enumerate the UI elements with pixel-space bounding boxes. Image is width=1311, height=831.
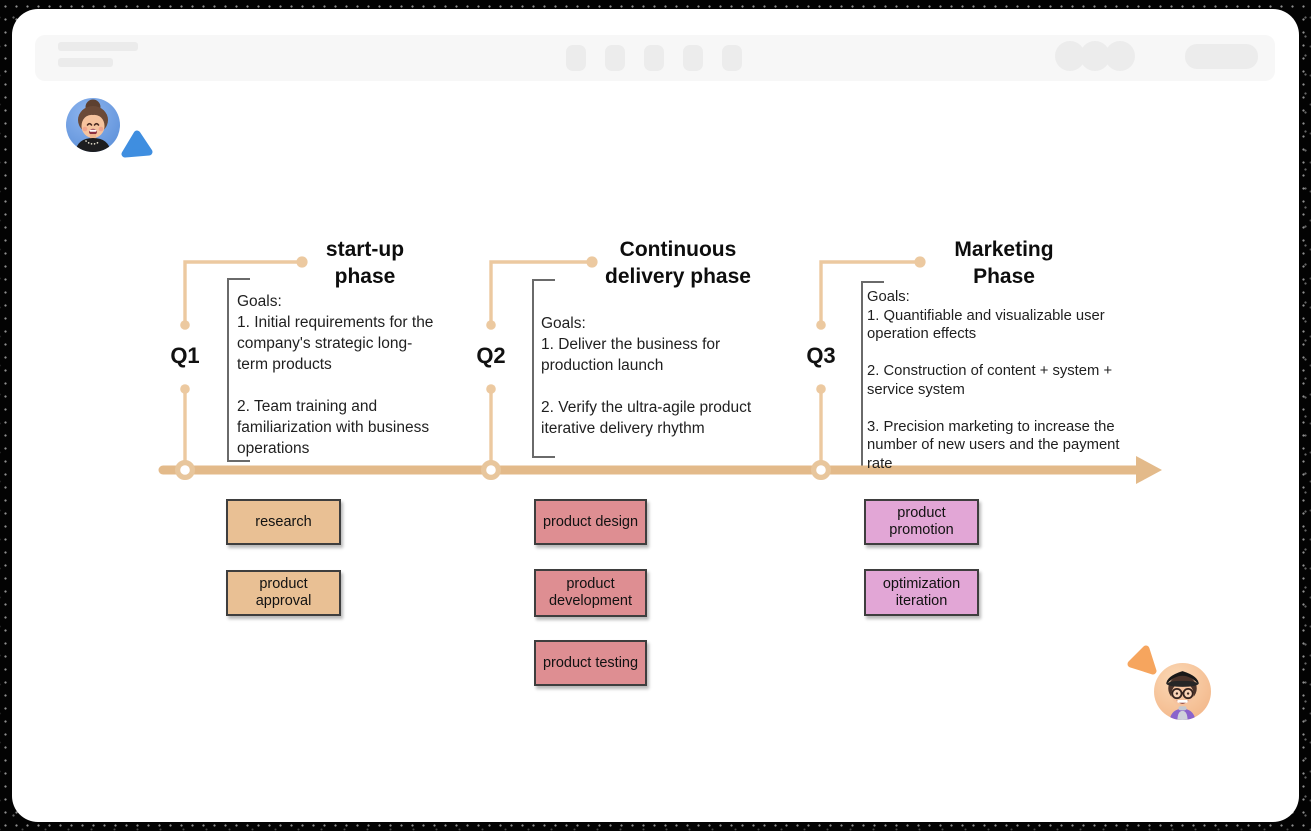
collaborator-avatar-placeholder-3[interactable] [1105, 41, 1135, 71]
toolbar-tool-button-5[interactable] [722, 45, 742, 71]
goals-heading: Goals: [237, 293, 282, 310]
task-box-product-approval[interactable]: product approval [226, 570, 341, 616]
timeline-node-q2[interactable] [481, 460, 502, 481]
toolbar-subtitle-placeholder [58, 58, 113, 67]
toolbar-tool-button-1[interactable] [566, 45, 586, 71]
quarter-label-q1[interactable]: Q1 [170, 343, 200, 368]
goal-item: 2. Team training and familiarization wit… [237, 398, 430, 457]
goals-block-q2[interactable]: Goals: 1. Deliver the business for produ… [541, 313, 753, 439]
toolbar-title-placeholder [58, 42, 138, 51]
goal-item: 2. Verify the ultra-agile product iterat… [541, 399, 752, 437]
toolbar-tool-button-4[interactable] [683, 45, 703, 71]
timeline-axis [158, 456, 1162, 484]
timeline-arrowhead-icon [1136, 456, 1162, 484]
toolbar-tool-button-3[interactable] [644, 45, 664, 71]
collaborator-1-cursor-icon [121, 130, 153, 158]
toolbar-tool-button-2[interactable] [605, 45, 625, 71]
timeline-node-q1[interactable] [175, 460, 196, 481]
goals-block-q3[interactable]: Goals: 1. Quantifiable and visualizable … [867, 288, 1132, 473]
task-box-optimization-iteration[interactable]: optimization iteration [864, 569, 979, 616]
task-box-product-development[interactable]: product development [534, 569, 647, 617]
share-button-placeholder[interactable] [1185, 44, 1258, 69]
task-box-product-promotion[interactable]: product promotion [864, 499, 979, 545]
toolbar-tool-group [566, 45, 742, 71]
goals-block-q1[interactable]: Goals: 1. Initial requirements for the c… [237, 291, 437, 459]
task-box-product-design[interactable]: product design [534, 499, 647, 545]
goal-item: 3. Precision marketing to increase the n… [867, 418, 1120, 472]
app-window [12, 9, 1299, 822]
collaborator-2-cursor-icon [1127, 645, 1157, 675]
quarter-label-q2[interactable]: Q2 [476, 343, 506, 368]
goal-item: 1. Deliver the business for production l… [541, 336, 721, 374]
phase-connector-q3 [816, 256, 926, 470]
phase-title-marketing[interactable]: Marketing Phase [954, 238, 1054, 288]
goals-bracket-q2 [532, 279, 555, 458]
goal-item: 1. Initial requirements for the company'… [237, 314, 434, 373]
collaborator-1-avatar-icon [66, 98, 120, 152]
phase-connector-q2 [486, 256, 598, 470]
phase-title-startup[interactable]: start-up phase [325, 238, 405, 288]
goals-bracket-q1 [227, 278, 250, 462]
phase-connector-q1 [180, 256, 308, 470]
collaborator-2-avatar-icon [1154, 663, 1211, 720]
goals-heading: Goals: [867, 289, 910, 305]
timeline-node-q3[interactable] [810, 460, 831, 481]
app-toolbar [35, 35, 1275, 81]
goal-item: 1. Quantifiable and visualizable user op… [867, 307, 1105, 343]
task-box-product-testing[interactable]: product testing [534, 640, 647, 686]
goals-heading: Goals: [541, 315, 586, 332]
quarter-label-q3[interactable]: Q3 [806, 343, 836, 368]
goal-item: 2. Construction of content + system + se… [867, 363, 1113, 398]
task-box-research[interactable]: research [226, 499, 341, 545]
phase-title-continuous-delivery[interactable]: Continuous delivery phase [605, 238, 751, 288]
